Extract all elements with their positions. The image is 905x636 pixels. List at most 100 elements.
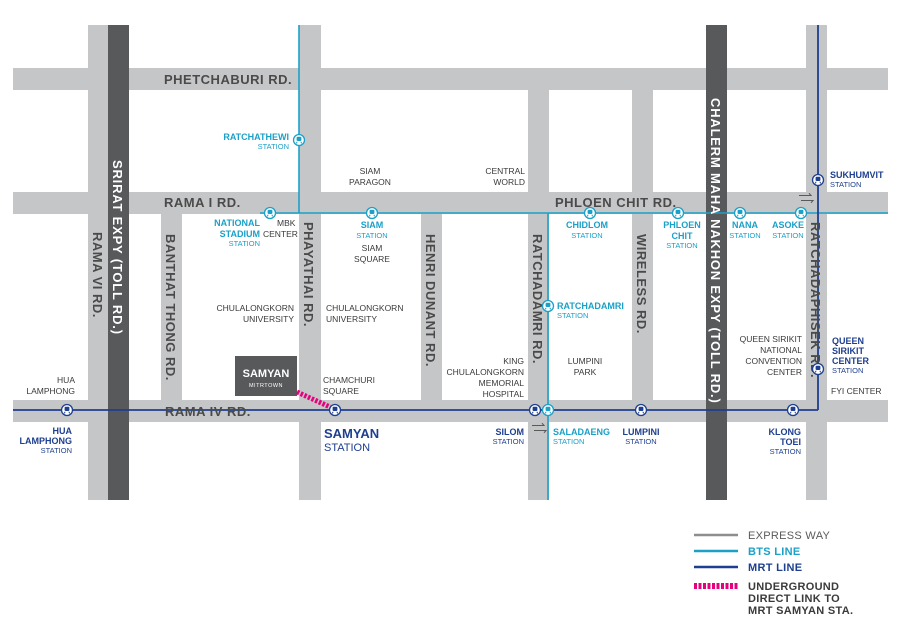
- henri-dunant-road: [421, 192, 442, 400]
- legend-underground-label-2: DIRECT LINK TO: [748, 593, 840, 605]
- bts-saladaeng-station[interactable]: SALADAENG STATION: [541, 403, 611, 447]
- svg-text:SIAM: SIAM: [360, 166, 381, 176]
- label-banthat-thong: BANTHAT THONG RD.: [163, 234, 178, 381]
- svg-text:PHLOEN: PHLOEN: [663, 220, 701, 230]
- legend-mrt-label: MRT LINE: [748, 562, 802, 574]
- svg-text:SQUARE: SQUARE: [354, 254, 390, 264]
- mrt-samyan-station[interactable]: SAMYAN STATION: [324, 403, 379, 455]
- svg-text:STATION: STATION: [729, 231, 760, 240]
- svg-text:STATION: STATION: [557, 311, 588, 320]
- landmark-chula-west: CHULALONGKORN UNIVERSITY: [217, 303, 295, 324]
- svg-text:QUEEN SIRIKIT: QUEEN SIRIKIT: [740, 334, 802, 344]
- bts-train-icon: [365, 206, 379, 220]
- svg-text:CHAMCHURI: CHAMCHURI: [323, 375, 375, 385]
- svg-text:STATION: STATION: [625, 437, 656, 446]
- svg-text:CHIDLOM: CHIDLOM: [566, 220, 608, 230]
- mrt-line: [13, 25, 819, 411]
- landmark-siam-paragon: SIAM PARAGON: [349, 166, 391, 187]
- legend-underground-label-3: MRT SAMYAN STA.: [748, 605, 853, 617]
- svg-text:HOSPITAL: HOSPITAL: [483, 389, 525, 399]
- mrt-sukhumvit-station[interactable]: SUKHUMVIT STATION: [811, 170, 885, 189]
- svg-text:LUMPINI: LUMPINI: [623, 427, 660, 437]
- samyan-logo: SAMYAN: [243, 368, 290, 380]
- ratchadamri-road: [528, 68, 549, 500]
- svg-text:NATIONAL: NATIONAL: [214, 218, 260, 228]
- landmark-qsncc: QUEEN SIRIKIT NATIONAL CONVENTION CENTER: [740, 334, 803, 377]
- svg-text:CENTER: CENTER: [263, 229, 298, 239]
- mrt-qsncc-station[interactable]: QUEEN SIRIKIT CENTER STATION: [811, 336, 870, 376]
- svg-text:SAMYAN: SAMYAN: [324, 426, 379, 441]
- landmark-siam-square: SIAM SQUARE: [354, 243, 390, 264]
- svg-text:SIAM: SIAM: [361, 220, 384, 230]
- legend-underground-label-1: UNDERGROUND: [748, 581, 839, 593]
- svg-text:STATION: STATION: [571, 231, 602, 240]
- chalerm-expressway: [706, 25, 727, 500]
- landmark-hua-lamphong: HUA LAMPHONG: [26, 375, 75, 396]
- label-phayathai: PHAYATHAI RD.: [301, 222, 316, 327]
- svg-text:STATION: STATION: [493, 437, 524, 446]
- bts-train-icon: [263, 206, 277, 220]
- svg-text:KING: KING: [503, 356, 524, 366]
- svg-text:STATION: STATION: [356, 231, 387, 240]
- svg-text:STATION: STATION: [770, 447, 801, 456]
- svg-text:STATION: STATION: [324, 442, 370, 454]
- bts-ratchadamri-station[interactable]: RATCHADAMRI STATION: [541, 299, 624, 321]
- bts-train-icon: [292, 133, 306, 147]
- svg-text:CONVENTION: CONVENTION: [745, 356, 802, 366]
- srirat-expressway: [108, 25, 129, 500]
- label-chalerm: CHALERM MAHA NAKHON EXPY (TOLL RD.): [708, 98, 723, 404]
- svg-text:TOEI: TOEI: [780, 437, 801, 447]
- landmark-chula-east: CHULALONGKORN UNIVERSITY: [326, 303, 403, 324]
- svg-text:LUMPINI: LUMPINI: [568, 356, 602, 366]
- mrt-klong-toei-station[interactable]: KLONG TOEI STATION: [769, 403, 802, 457]
- svg-text:LAMPHONG: LAMPHONG: [26, 386, 75, 396]
- svg-text:STATION: STATION: [229, 239, 260, 248]
- svg-text:STATION: STATION: [772, 231, 803, 240]
- landmark-mbk: MBK CENTER: [263, 218, 298, 239]
- svg-text:CENTRAL: CENTRAL: [485, 166, 525, 176]
- svg-text:CENTER: CENTER: [767, 367, 802, 377]
- mrt-train-icon: [786, 403, 800, 417]
- landmark-lumpini-park: LUMPINI PARK: [568, 356, 602, 377]
- svg-text:MBK: MBK: [277, 218, 296, 228]
- svg-text:CHULALONGKORN: CHULALONGKORN: [326, 303, 403, 313]
- roads-horizontal: [13, 68, 888, 422]
- svg-text:ASOKE: ASOKE: [772, 220, 804, 230]
- svg-text:NATIONAL: NATIONAL: [760, 345, 802, 355]
- banthat-thong-road: [161, 192, 182, 400]
- label-rama6: RAMA VI RD.: [90, 232, 105, 318]
- ratchadaphisek-road: [806, 25, 827, 500]
- label-ratchadamri: RATCHADAMRI RD.: [530, 234, 545, 364]
- label-srirat: SRIRAT EXPY (TOLL RD.): [110, 160, 125, 335]
- svg-text:PARK: PARK: [574, 367, 597, 377]
- mrt-lumpini-station[interactable]: LUMPINI STATION: [623, 403, 660, 447]
- bts-ratchathewi-station[interactable]: RATCHATHEWI STATION: [223, 132, 306, 151]
- bts-siam-station[interactable]: SIAM STATION: [356, 206, 388, 241]
- mrt-hua-lamphong-station[interactable]: HUA LAMPHONG STATION: [20, 403, 74, 456]
- svg-text:SALADAENG: SALADAENG: [553, 427, 610, 437]
- bts-phloen-chit-station[interactable]: PHLOEN CHIT STATION: [663, 206, 701, 251]
- phayathai-road: [299, 25, 321, 500]
- bts-chidlom-station[interactable]: CHIDLOM STATION: [566, 206, 608, 241]
- svg-text:KLONG: KLONG: [769, 427, 802, 437]
- landmark-king-chula-hospital: KING CHULALONGKORN MEMORIAL HOSPITAL: [447, 356, 525, 399]
- bts-asoke-station[interactable]: ASOKE STATION: [772, 206, 808, 241]
- label-phloen-chit: PHLOEN CHIT RD.: [555, 195, 677, 210]
- underground-link: [295, 389, 332, 410]
- svg-text:CENTER: CENTER: [832, 356, 870, 366]
- svg-text:RATCHADAMRI: RATCHADAMRI: [557, 301, 624, 311]
- svg-text:LAMPHONG: LAMPHONG: [20, 436, 73, 446]
- bts-train-icon: [794, 206, 808, 220]
- mrt-train-icon: [634, 403, 648, 417]
- svg-text:QUEEN: QUEEN: [832, 336, 864, 346]
- svg-text:STATION: STATION: [553, 437, 584, 446]
- svg-text:STATION: STATION: [832, 366, 863, 375]
- mrt-silom-station[interactable]: SILOM STATION: [493, 403, 542, 447]
- samyan-mitrtown[interactable]: SAMYAN MITRTOWN: [235, 356, 297, 396]
- svg-text:UNIVERSITY: UNIVERSITY: [326, 314, 377, 324]
- bts-nana-station[interactable]: NANA STATION: [729, 206, 761, 241]
- bts-national-stadium-station[interactable]: NATIONAL STADIUM STATION: [214, 206, 277, 249]
- svg-text:CHULALONGKORN: CHULALONGKORN: [217, 303, 294, 313]
